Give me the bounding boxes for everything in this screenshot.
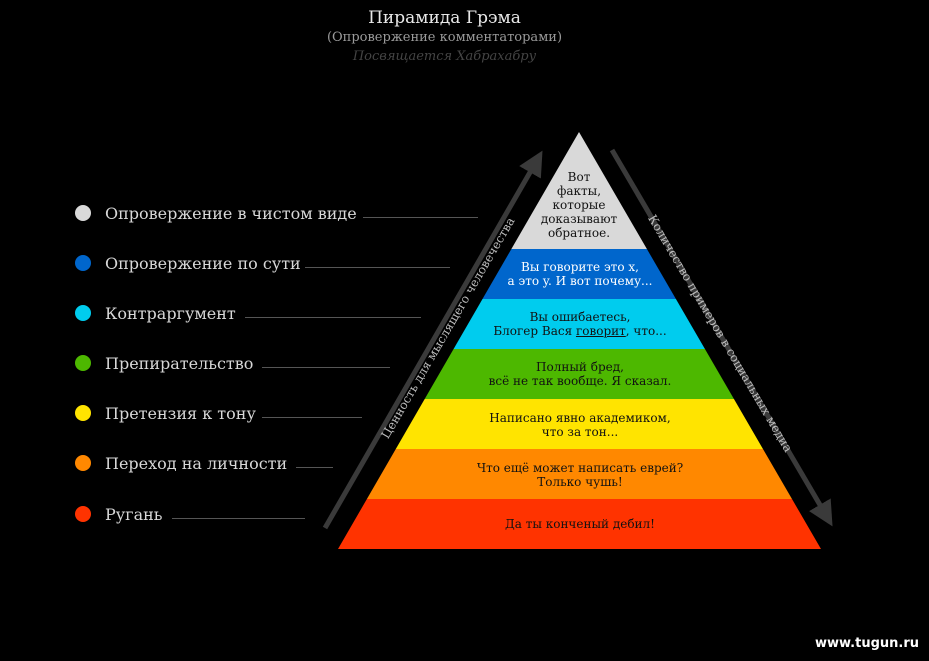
legend-dot <box>75 355 91 371</box>
legend-item-tone: Претензия к тону <box>75 401 256 425</box>
legend-label: Опровержение по сути <box>105 253 301 273</box>
legend-item-ad-hominem: Переход на личности <box>75 451 287 475</box>
level-text-counterargument: Вы ошибаетесь, Блогер Вася говорит, что.… <box>493 310 667 338</box>
legend-dot <box>75 405 91 421</box>
pyramid-layer-central-refutation <box>482 249 676 299</box>
legend-leader-line <box>172 518 305 519</box>
legend-leader-line <box>296 467 333 468</box>
legend-item-contradiction: Препирательство <box>75 351 253 375</box>
legend-label: Ругань <box>105 504 163 524</box>
level-text-tone: Написано явно академиком, что за тон... <box>489 411 671 439</box>
pyramid-layer-ad-hominem <box>366 449 792 499</box>
level-text-pure-refutation: Вот факты, которые доказывают обратное. <box>540 170 618 240</box>
watermark: www.tugun.ru <box>814 636 919 651</box>
frequency-down-arrow <box>609 148 833 527</box>
legend-label: Претензия к тону <box>105 403 256 423</box>
legend-label: Переход на личности <box>105 453 288 473</box>
pyramid-layer-pure-refutation <box>511 132 647 249</box>
legend-item-central-refutation: Опровержение по сути <box>75 251 301 275</box>
legend-leader-line <box>262 367 390 368</box>
legend-leader-line <box>363 217 478 218</box>
legend-dot <box>75 205 91 221</box>
value-up-arrow <box>322 150 543 530</box>
dedication-text: Посвящается Хабрахабру <box>352 49 537 64</box>
legend-label: Опровержение в чистом виде <box>105 203 357 223</box>
page-title: Пирамида Грэма <box>368 8 521 28</box>
level-text-name-calling: Да ты конченый дебил! <box>504 517 655 531</box>
legend-dot <box>75 455 91 471</box>
legend-dot <box>75 255 91 271</box>
legend-label: Препирательство <box>105 353 254 373</box>
legend-leader-line <box>245 317 421 318</box>
pyramid-layer-contradiction <box>424 349 734 399</box>
legend-item-pure-refutation: Опровержение в чистом виде <box>75 201 357 225</box>
legend-item-name-calling: Ругань <box>75 502 162 526</box>
legend-leader-line <box>305 267 450 268</box>
level-text-contradiction: Полный бред, всё не так вообще. Я сказал… <box>488 360 672 388</box>
legend-leader-line <box>262 417 362 418</box>
pyramid-layer-counterargument <box>453 299 705 349</box>
legend-label: Контраргумент <box>105 303 236 323</box>
legend-dot <box>75 305 91 321</box>
level-text-ad-hominem: Что ещё может написать еврей? Только чуш… <box>476 461 684 489</box>
legend-dot <box>75 506 91 522</box>
legend-item-counterargument: Контраргумент <box>75 301 236 325</box>
level-text-central-refutation: Вы говорите это x, а это y. И вот почему… <box>507 260 653 288</box>
page-subtitle: (Опровержение комментаторами) <box>326 30 563 45</box>
pyramid-layer-tone <box>395 399 763 449</box>
pyramid-layer-name-calling <box>338 499 821 549</box>
